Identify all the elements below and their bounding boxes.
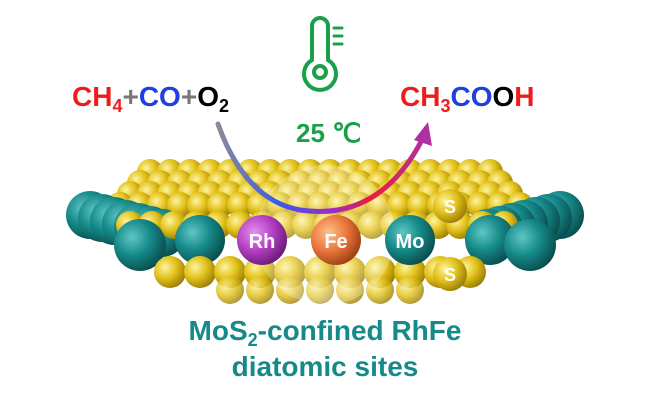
molybdenum-atom xyxy=(175,215,225,265)
svg-text:S: S xyxy=(444,265,456,285)
sulfur-atom xyxy=(216,276,244,304)
reactants-formula: CH4+CO+O2 xyxy=(72,81,229,116)
atom-rh: Rh xyxy=(237,215,287,265)
caption-line-2: diatomic sites xyxy=(232,351,419,382)
sulfur-atom xyxy=(184,256,216,288)
molybdenum-atom xyxy=(504,219,556,271)
sulfur-atom xyxy=(336,276,364,304)
sulfur-atom xyxy=(207,192,233,218)
temperature-label: 25 ℃ xyxy=(296,118,361,148)
sulfur-atom xyxy=(306,276,334,304)
sulfur-atom xyxy=(154,256,186,288)
sulfur-atom xyxy=(396,276,424,304)
svg-text:Fe: Fe xyxy=(324,231,347,253)
reaction-arrow-icon xyxy=(215,121,432,214)
svg-text:Mo: Mo xyxy=(396,231,425,253)
sulfur-atom xyxy=(366,276,394,304)
thermometer-icon xyxy=(302,16,344,92)
sulfur-atom xyxy=(227,192,253,218)
molybdenum-atom xyxy=(114,219,166,271)
atom-mo: Mo xyxy=(385,215,435,265)
svg-text:S: S xyxy=(444,197,456,217)
sulfur-atom xyxy=(276,276,304,304)
molybdenum-atom xyxy=(465,215,515,265)
sulfur-atom xyxy=(246,276,274,304)
atom-fe: Fe xyxy=(311,215,361,265)
product-formula: CH3COOH xyxy=(400,81,535,116)
atom-s-bottom: S xyxy=(433,257,467,291)
caption-line-1: MoS2-confined RhFe xyxy=(189,315,462,350)
sulfur-atom xyxy=(358,211,386,239)
svg-text:Rh: Rh xyxy=(249,231,276,253)
atom-s-top: S xyxy=(433,189,467,223)
